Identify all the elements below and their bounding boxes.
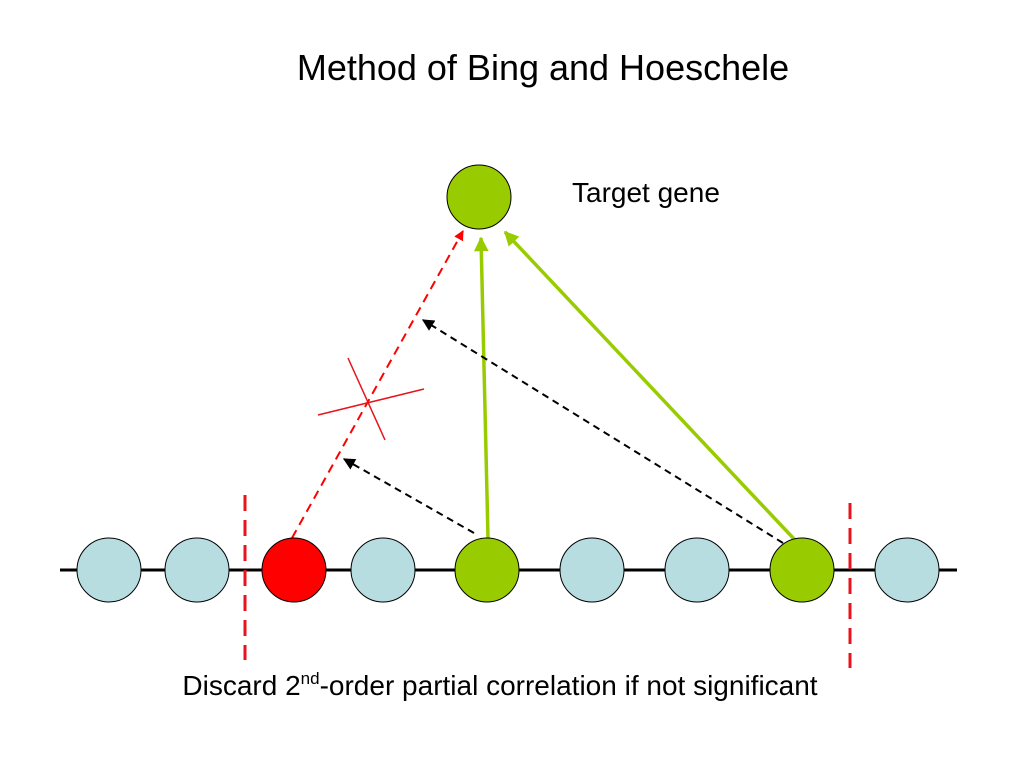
gene-node [874, 537, 940, 603]
gene-node-selected [769, 537, 835, 603]
edge-gene5-conditioning [342, 458, 475, 534]
edge-gene8-target [503, 230, 797, 542]
edge-gene3-target [291, 230, 464, 539]
gene-node-discarded [261, 537, 327, 603]
page-title: Method of Bing and Hoeschele [296, 47, 790, 88]
caption-superscript: nd [300, 669, 320, 688]
cross-mark [317, 357, 425, 441]
gene-node-selected [454, 537, 520, 603]
gene-node [350, 537, 416, 603]
caption-text-end: -order partial correlation if not signif… [319, 670, 818, 701]
gene-node [76, 537, 142, 603]
gene-node [164, 537, 230, 603]
gene-node [559, 537, 625, 603]
target-gene-node [446, 164, 512, 230]
edge-gene5-target [473, 236, 490, 539]
caption-text-start: Discard 2 [182, 670, 301, 701]
target-gene-label: Target gene [572, 177, 720, 208]
caption: Discard 2nd-order partial correlation if… [0, 666, 1000, 706]
gene-node [664, 537, 730, 603]
edge-gene8-conditioning [421, 319, 784, 544]
